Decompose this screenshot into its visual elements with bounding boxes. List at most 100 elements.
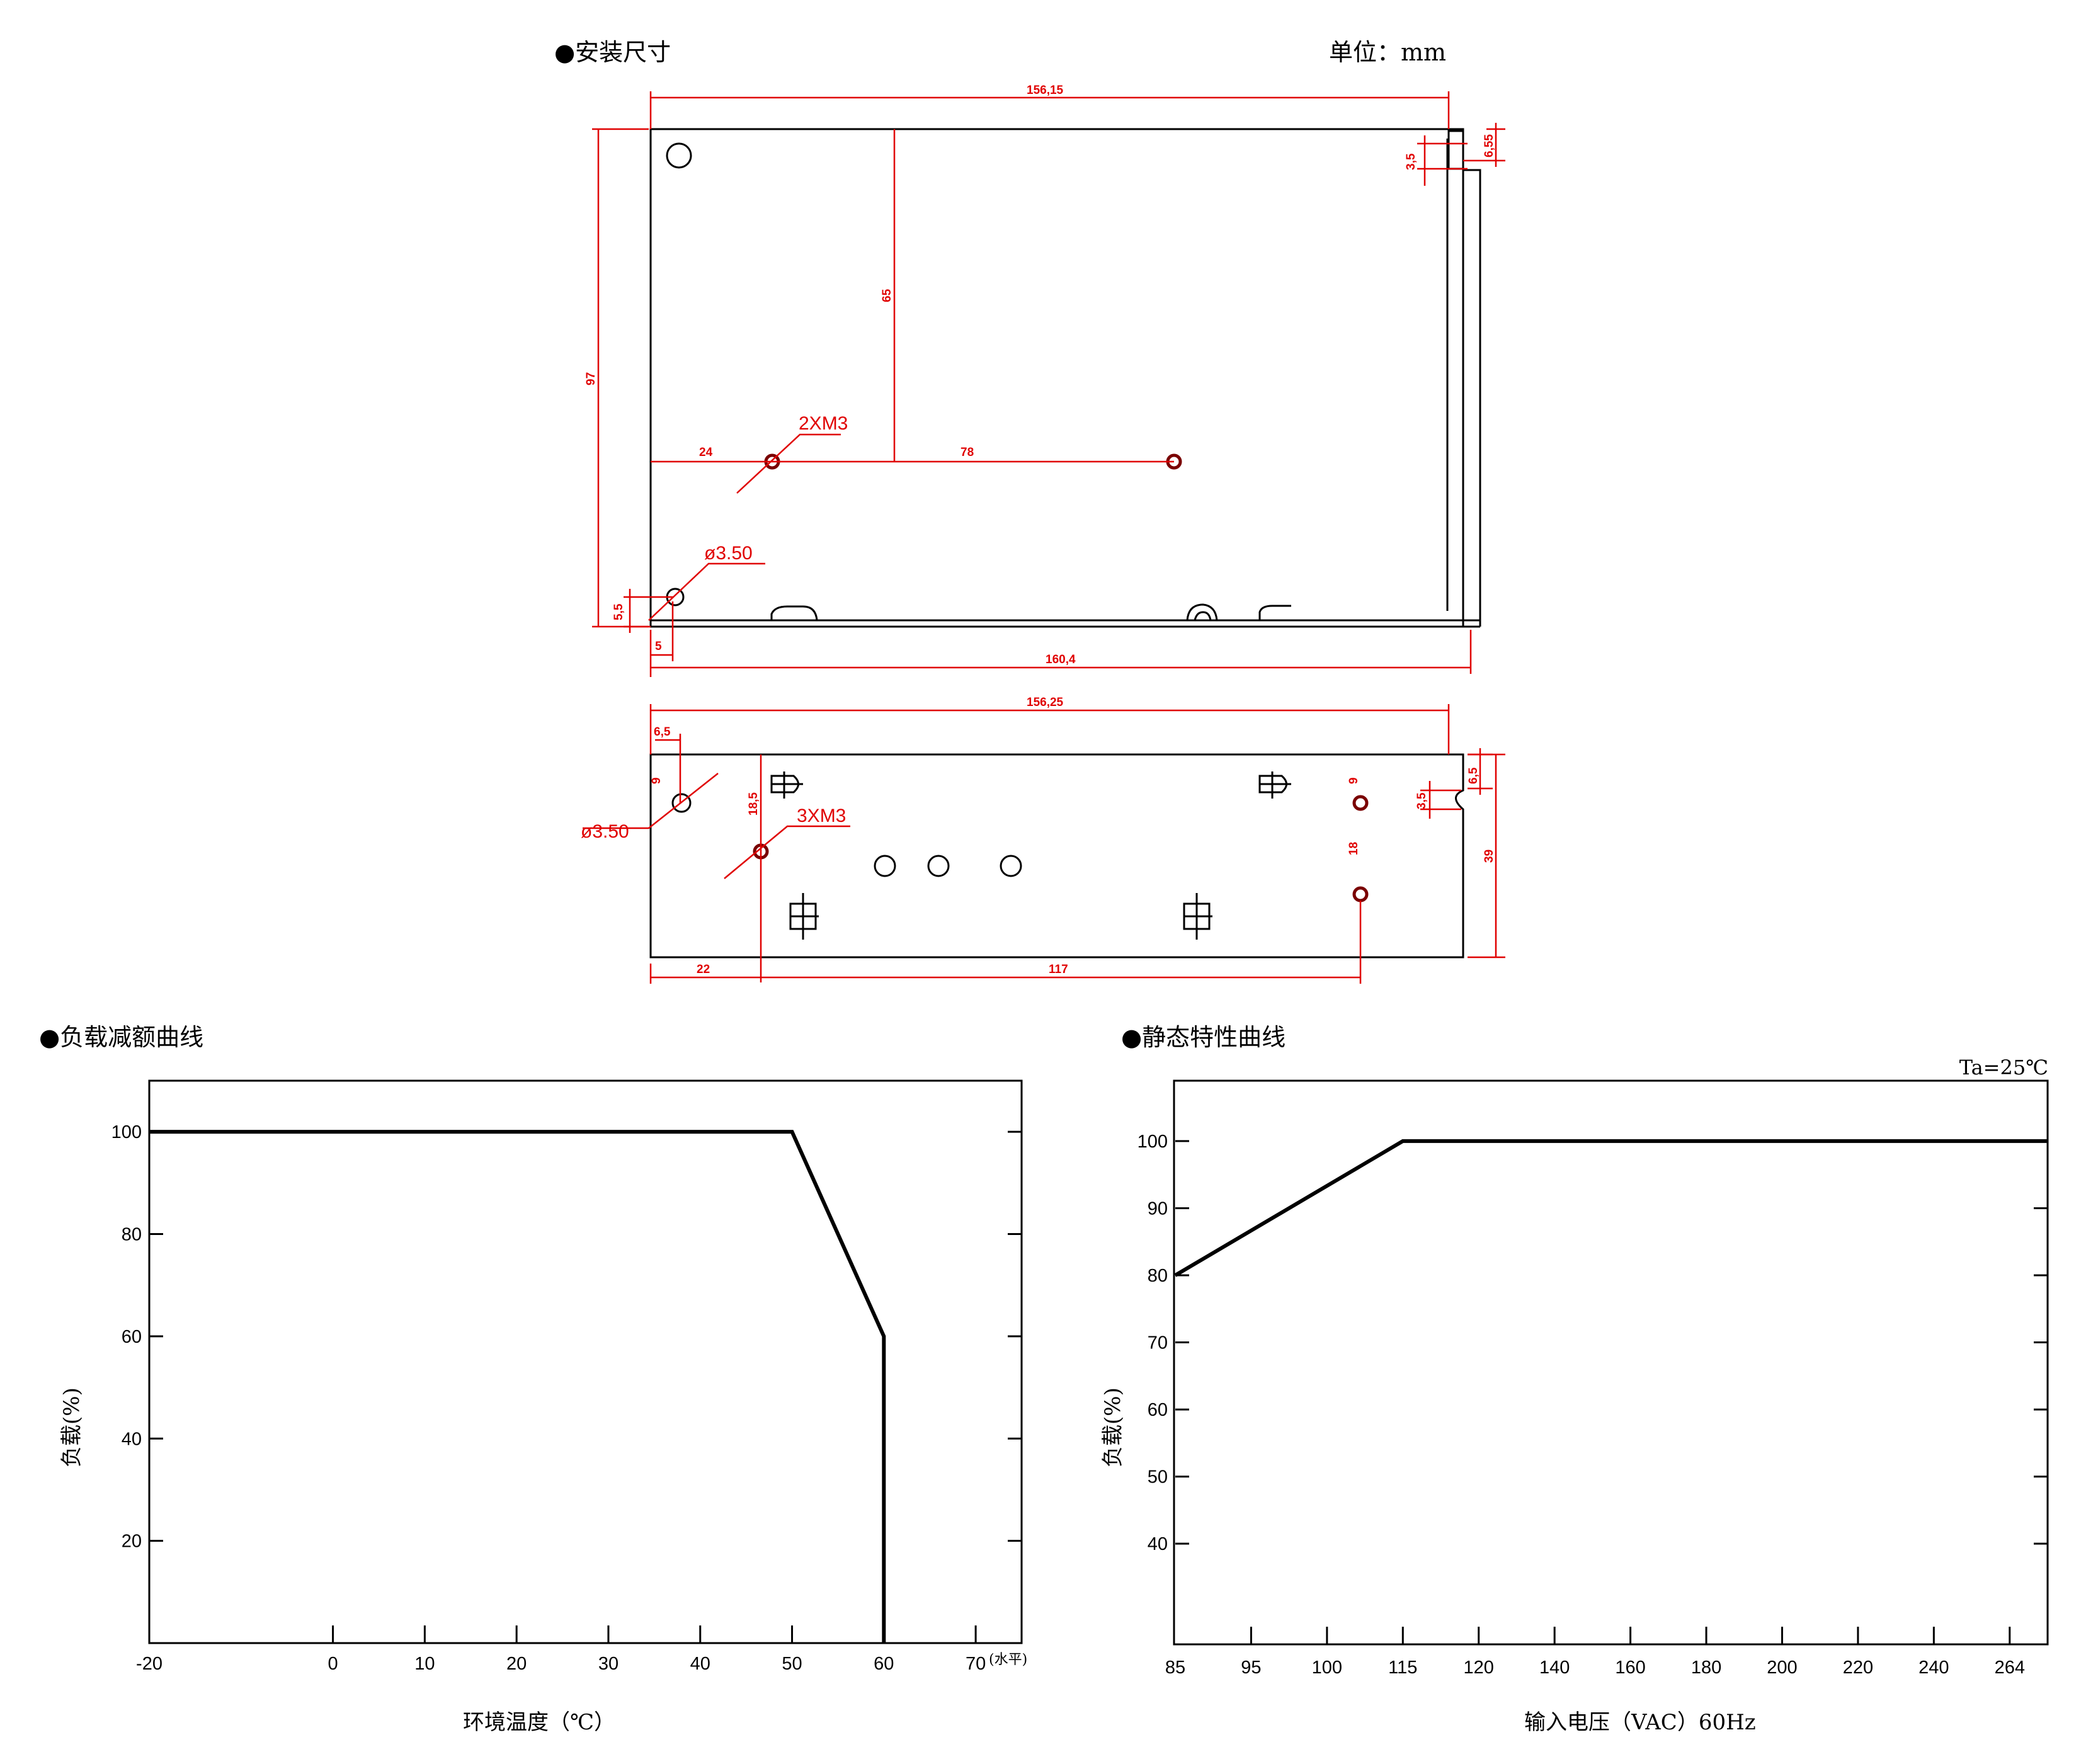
derating-plot-frame (148, 1079, 1023, 1644)
static-x-tick-label: 95 (1241, 1658, 1261, 1678)
static-x-tick-label: 180 (1691, 1658, 1721, 1678)
side-leader-hole (583, 773, 719, 829)
side-view-outline (649, 753, 1464, 959)
static-y-tick-label: 50 (1148, 1467, 1168, 1488)
dim-line-5-5 (624, 589, 674, 633)
top-view-bottom-rail (651, 619, 1480, 628)
dim-line-156-15 (649, 91, 1450, 129)
derating-y-tick-label: 40 (122, 1429, 142, 1449)
static-y-axis-title: 负载(%) (1100, 1387, 1126, 1467)
derating-x-tick-label: 10 (414, 1654, 435, 1674)
dim-line-3-5-top (1417, 135, 1468, 186)
derating-y-tick-label: 20 (122, 1532, 142, 1552)
static-y-tick-label: 70 (1148, 1333, 1168, 1353)
derating-x-tick-label: 50 (782, 1654, 802, 1674)
side-dim-156-25: 156,25 (1027, 696, 1064, 709)
static-x-tick-label: 120 (1464, 1658, 1494, 1678)
static-y-tick-label: 90 (1148, 1198, 1168, 1219)
top-view-body-outline (649, 128, 1464, 628)
static-y-tick-label: 100 (1137, 1132, 1168, 1152)
derating-series-line (149, 1130, 886, 1643)
static-x-tick-label: 100 (1312, 1658, 1342, 1678)
side-dim-3-5: 3,5 (1415, 792, 1428, 809)
static-plot-frame (1173, 1079, 2049, 1646)
top-view-drawing: 156,15 97 65 24 78 2XM3 ø3.50 3,5 6,55 5… (584, 84, 1505, 677)
static-x-tick-label: 264 (1995, 1658, 2025, 1678)
dim-5: 5 (655, 640, 662, 653)
static-x-axis-title: 输入电压（VAC）60Hz (1524, 1710, 1756, 1735)
derating-x-tick-label: -20 (136, 1654, 162, 1674)
dim-6-55: 6,55 (1483, 134, 1496, 157)
static-x-tick-label: 220 (1843, 1658, 1873, 1678)
dim-65: 65 (881, 288, 894, 302)
derating-x-tick-label: 60 (874, 1654, 894, 1674)
derating-x-tick-label: 20 (506, 1654, 527, 1674)
dim-160-4: 160,4 (1046, 653, 1076, 666)
dim-78: 78 (961, 446, 974, 459)
dim-24: 24 (699, 446, 713, 459)
callout-2xm3: 2XM3 (799, 413, 848, 434)
static-ta-annotation: Ta=25℃ (1959, 1056, 2048, 1079)
side-dim-18: 18 (1347, 842, 1360, 855)
side-dim-line-39 (1468, 753, 1505, 959)
side-dim-9-left: 9 (650, 777, 663, 784)
side-screw-hole-2 (1352, 795, 1369, 811)
side-dim-6-5: 6,5 (654, 726, 671, 739)
side-view-drawing: 156,25 6,5 9 ø3.50 18,5 3XM3 9 18 3,5 6,… (581, 696, 1505, 984)
vent-slot-2 (1258, 771, 1291, 799)
bottom-slot-2 (1186, 603, 1218, 621)
led-hole-3 (1000, 855, 1022, 877)
static-x-tick-label: 115 (1388, 1658, 1417, 1678)
leader-hole-top (648, 562, 765, 621)
static-y-tick-label: 80 (1148, 1266, 1168, 1286)
side-dim-line-156-25 (649, 704, 1450, 754)
side-dim-18-5: 18,5 (747, 792, 760, 816)
callout-hole-top: ø3.50 (704, 543, 753, 564)
derating-x-tick-label: 40 (690, 1654, 710, 1674)
static-y-tick-label: 60 (1148, 1400, 1168, 1420)
dim-97: 97 (584, 372, 598, 385)
vent-slot-4 (1183, 893, 1212, 940)
side-hole-left (671, 793, 692, 813)
static-x-tick-label: 200 (1767, 1658, 1797, 1678)
side-dim-22: 22 (697, 963, 710, 976)
dim-156-15: 156,15 (1027, 84, 1064, 97)
corner-hole (666, 142, 692, 169)
static-x-tick-label: 160 (1615, 1658, 1645, 1678)
static-x-tick-label: 240 (1918, 1658, 1949, 1678)
side-dim-39: 39 (1483, 850, 1496, 863)
dim-5-5: 5,5 (612, 603, 625, 620)
top-view-tab-outline (1447, 130, 1464, 170)
unit-label: 单位：mm (1329, 38, 1446, 66)
led-hole-1 (874, 855, 896, 877)
dim-3-5-top: 3,5 (1405, 153, 1418, 170)
side-callout-hole: ø3.50 (581, 821, 629, 842)
side-dim-line-6-5 (655, 734, 681, 803)
side-dim-6-5-right: 6,5 (1467, 767, 1480, 784)
side-callout-3xm3: 3XM3 (797, 805, 846, 826)
derating-x-tick-label: 30 (598, 1654, 619, 1674)
side-screw-hole-3 (1352, 886, 1369, 902)
derating-curve-header: ●负载减额曲线 (39, 1023, 203, 1051)
side-leader-3xm3 (724, 825, 850, 879)
install-dimensions-header: ●安装尺寸 (554, 38, 671, 66)
derating-x-axis-title: 环境温度（℃） (463, 1710, 615, 1735)
side-dim-line-3-5 (1420, 781, 1461, 819)
vent-slot-3 (789, 893, 819, 940)
derating-y-axis-title: 负载(%) (59, 1387, 84, 1467)
led-hole-2 (927, 855, 950, 877)
dim-line-5 (649, 601, 674, 677)
side-dim-9-right: 9 (1347, 777, 1360, 784)
static-series-line (1174, 1139, 2048, 1277)
dim-line-6-55 (1463, 123, 1505, 167)
dim-line-160-4 (651, 630, 1472, 674)
side-dim-117: 117 (1049, 963, 1068, 976)
derating-y-tick-label: 100 (111, 1122, 142, 1142)
vent-slot-1 (770, 771, 803, 799)
side-dim-line-22-117 (649, 901, 1362, 984)
static-x-tick-label: 85 (1165, 1658, 1185, 1678)
